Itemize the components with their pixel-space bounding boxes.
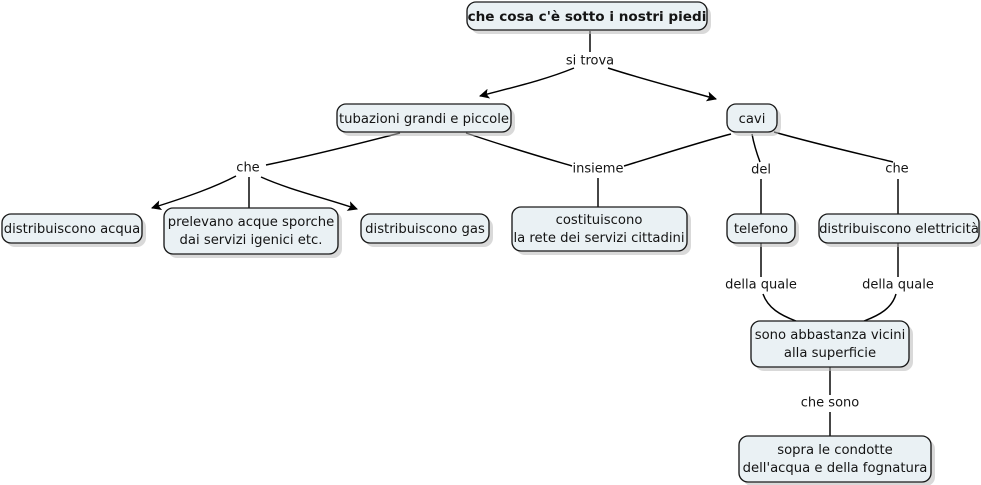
- node-sono-abbastanza-vicini-label-line1: sono abbastanza vicini: [755, 328, 906, 343]
- node-sopra-le-condotte-label-line1: sopra le condotte: [777, 443, 893, 458]
- node-tubazioni-label: tubazioni grandi e piccole: [339, 112, 509, 127]
- node-distribuiscono-acqua-label: distribuiscono acqua: [4, 222, 141, 237]
- edge-si-trova-to-tubazioni: [479, 67, 575, 99]
- node-prelevano-acque-sporche-label-line1: prelevano acque sporche: [168, 215, 334, 230]
- link-label-che-left: che: [236, 161, 259, 176]
- edge-tubazioni-to-che-left: [265, 132, 401, 166]
- node-root[interactable]: che cosa c'è sotto i nostri piedi: [466, 1, 711, 34]
- edges-layer: [151, 31, 899, 436]
- node-sopra-le-condotte-box[interactable]: [738, 435, 932, 483]
- link-label-insieme: insieme: [573, 162, 624, 177]
- node-distribuiscono-acqua-box[interactable]: [1, 213, 143, 244]
- link-label-della-quale-left: della quale: [725, 278, 797, 293]
- node-sopra-le-condotte[interactable]: sopra le condotte dell'acqua e della fog…: [738, 435, 935, 485]
- node-prelevano-acque-sporche-box[interactable]: [163, 207, 339, 255]
- node-sopra-le-condotte-label-line2: dell'acqua e della fognatura: [743, 461, 928, 476]
- node-root-label: che cosa c'è sotto i nostri piedi: [468, 9, 707, 25]
- node-prelevano-acque-sporche-label-line2: dai servizi igenici etc.: [180, 233, 323, 248]
- node-cavi[interactable]: cavi: [726, 103, 781, 136]
- link-label-che-sono: che sono: [801, 396, 859, 411]
- edge-che-left-to-acqua: [151, 175, 237, 211]
- edge-che-left-to-gas: [260, 176, 358, 211]
- node-distribuiscono-elettricita[interactable]: distribuiscono elettricità: [818, 213, 981, 247]
- node-root-box[interactable]: [466, 1, 708, 31]
- edge-tubazioni-to-insieme: [465, 132, 573, 167]
- node-costituiscono-rete[interactable]: costituiscono la rete dei servizi cittad…: [511, 206, 691, 255]
- node-telefono-label: telefono: [734, 222, 788, 237]
- node-costituiscono-rete-label-line2: la rete dei servizi cittadini: [513, 231, 684, 246]
- node-telefono-box[interactable]: [726, 213, 796, 244]
- edge-della-quale-right-to-vicini: [863, 293, 897, 322]
- node-distribuiscono-elettricita-label: distribuiscono elettricità: [819, 221, 979, 237]
- node-costituiscono-rete-label-line1: costituiscono: [556, 213, 643, 228]
- edge-cavi-to-che-right: [773, 131, 894, 163]
- node-distribuiscono-elettricita-box[interactable]: [818, 213, 980, 244]
- link-label-che-right: che: [885, 162, 908, 177]
- node-cavi-box[interactable]: [726, 103, 778, 133]
- node-distribuiscono-gas[interactable]: distribuiscono gas: [360, 213, 493, 247]
- node-tubazioni[interactable]: tubazioni grandi e piccole: [336, 103, 515, 136]
- node-sono-abbastanza-vicini-box[interactable]: [750, 320, 910, 368]
- node-distribuiscono-gas-label: distribuiscono gas: [365, 222, 485, 237]
- node-sono-abbastanza-vicini[interactable]: sono abbastanza vicini alla superficie: [750, 320, 913, 371]
- link-label-si-trova: si trova: [566, 54, 614, 69]
- node-distribuiscono-acqua[interactable]: distribuiscono acqua: [1, 213, 146, 247]
- link-label-del: del: [751, 163, 771, 178]
- node-sono-abbastanza-vicini-label-line2: alla superficie: [784, 346, 876, 361]
- node-telefono[interactable]: telefono: [726, 213, 799, 247]
- node-costituiscono-rete-box[interactable]: [511, 206, 688, 252]
- edge-si-trova-to-cavi: [607, 67, 717, 102]
- edge-della-quale-left-to-vicini: [762, 293, 797, 322]
- link-labels-layer: si trova che insieme del che della quale…: [236, 54, 934, 411]
- edge-cavi-to-del: [751, 133, 761, 163]
- node-distribuiscono-gas-box[interactable]: [360, 213, 490, 244]
- node-prelevano-acque-sporche[interactable]: prelevano acque sporche dai servizi igen…: [163, 207, 342, 258]
- node-cavi-label: cavi: [739, 112, 766, 127]
- edge-cavi-to-insieme: [623, 133, 732, 167]
- link-label-della-quale-right: della quale: [862, 278, 934, 293]
- node-tubazioni-box[interactable]: [336, 103, 512, 133]
